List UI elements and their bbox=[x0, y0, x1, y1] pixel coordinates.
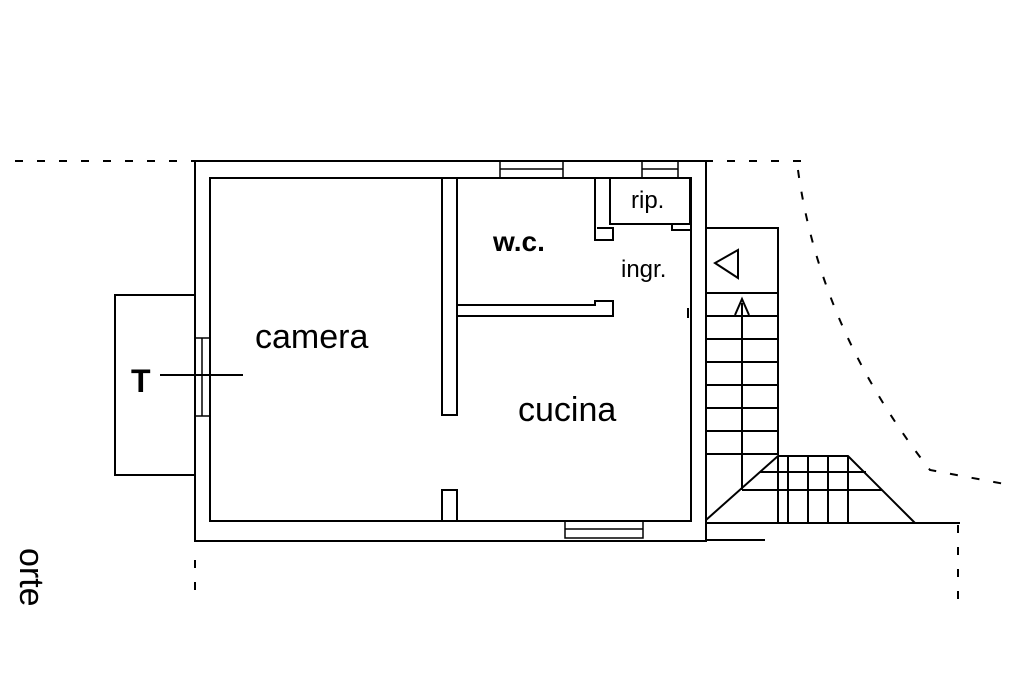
entrance-arrow-icon bbox=[713, 248, 739, 280]
interior-wall-wc bbox=[457, 178, 614, 317]
room-label-cucina: cucina bbox=[518, 391, 617, 429]
interior-wall-camera bbox=[441, 178, 458, 521]
up-arrow-icon bbox=[734, 296, 750, 316]
terrace bbox=[114, 294, 243, 476]
room-label-ripostiglio: rip. bbox=[631, 187, 665, 214]
courtyard-label: orte bbox=[12, 548, 50, 607]
terrace-label: T bbox=[131, 363, 151, 399]
staircase[interactable] bbox=[705, 227, 960, 541]
room-label-wc: w.c. bbox=[493, 226, 545, 257]
room-label-camera: camera bbox=[255, 318, 369, 356]
property-boundary bbox=[15, 160, 1011, 600]
room-label-ingresso: ingr. bbox=[621, 256, 667, 283]
windows bbox=[194, 160, 679, 539]
